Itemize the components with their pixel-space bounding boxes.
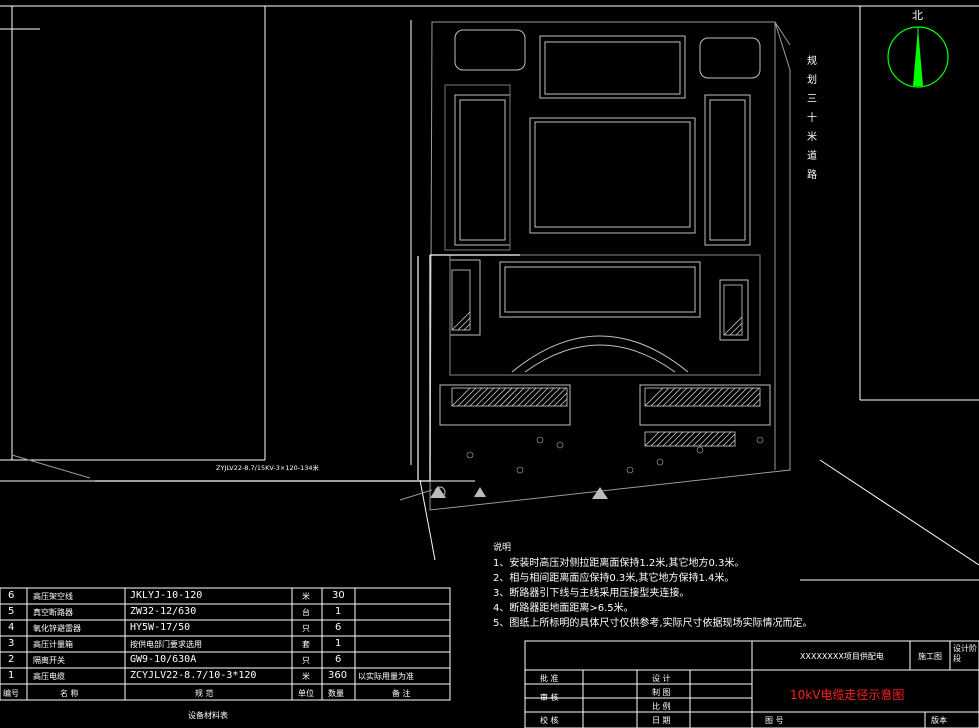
road-label-char: 路 (807, 170, 817, 181)
note-item: 4、断路器距地面距离>6.5米。 (493, 603, 634, 614)
notes-block: 说明 1、安装时高压对侧拉距离面保持1.2米,其它地方0.3米。 2、相与相间距… (493, 541, 813, 631)
version-label: 版本 (931, 716, 947, 725)
bom-name: 隔离开关 (33, 656, 65, 665)
tb-mid-label: 制 图 (652, 688, 671, 697)
bom-no: 2 (8, 654, 15, 665)
bom-no: 5 (8, 606, 15, 617)
cable-label: ZYJLV22-8.7/15KV-3×120-134米 (216, 464, 320, 472)
bom-table-grid (0, 587, 451, 701)
bom-unit: 只 (302, 624, 310, 633)
bom-qty: 1 (335, 606, 342, 617)
drawing-frame (0, 5, 979, 581)
road-label-char: 规 (807, 56, 817, 67)
bom-qty: 30 (332, 590, 345, 601)
cable-route (95, 254, 520, 482)
drawing-title: 10kV电缆走径示意图 (790, 688, 905, 702)
stage-right: 设计阶段 (953, 644, 977, 663)
bom-spec: HY5W-17/50 (130, 622, 191, 633)
road-label-char: 道 (807, 151, 817, 162)
bom-qty: 6 (335, 654, 342, 665)
bom-unit: 只 (302, 656, 310, 665)
bom-name: 氧化锌避雷器 (33, 624, 81, 633)
tb-mid-label: 设 计 (652, 674, 671, 683)
bom-remark: 以实际用量为准 (358, 672, 414, 681)
road-label-char: 米 (807, 132, 817, 143)
bom-header: 规 范 (195, 689, 214, 698)
note-item: 2、相与相间距离面应保持0.3米,其它地方保持1.4米。 (493, 573, 735, 584)
drawing-no-label: 图 号 (765, 716, 784, 725)
road-label-char: 十 (807, 113, 817, 124)
note-item: 3、断路器引下线与主线采用压接型夹连接。 (493, 588, 690, 599)
bom-header: 单位 (298, 689, 314, 698)
tb-left-label: 审 核 (540, 693, 559, 702)
bom-name: 高压计量箱 (33, 640, 73, 649)
bom-name: 高压架空线 (33, 592, 73, 601)
road-label: 规 划 三 十 米 道 路 (806, 52, 818, 185)
bom-name: 真空断路器 (33, 608, 73, 617)
title-block-grid (524, 640, 979, 728)
bom-no: 4 (8, 622, 15, 633)
bom-spec: GW9-10/630A (130, 654, 197, 665)
bom-qty: 6 (335, 622, 342, 633)
north-arrow (887, 26, 949, 88)
note-item: 1、安装时高压对侧拉距离面保持1.2米,其它地方0.3米。 (493, 558, 745, 569)
bom-no: 1 (8, 670, 15, 681)
bom-header: 编号 (3, 689, 19, 698)
bom-header: 备 注 (392, 689, 411, 698)
project-name: XXXXXXXX项目供配电 (800, 652, 884, 661)
site-boundary (11, 21, 791, 511)
building-outlines (439, 29, 771, 426)
note-item: 5、图纸上所标明的具体尺寸仅供参考,实际尺寸依据现场实际情况而定。 (493, 618, 813, 629)
site-scatter (466, 436, 764, 474)
parking-hatch (451, 269, 761, 447)
stage-label: 施工图 (918, 652, 942, 661)
north-label: 北 (912, 9, 923, 22)
bom-spec: ZW32-12/630 (130, 606, 197, 617)
bom-spec: ZCYJLV22-8.7/10-3*120 (130, 670, 257, 681)
bom-unit: 米 (302, 592, 310, 601)
tb-left-label: 批 准 (540, 674, 559, 683)
road-label-char: 划 (807, 75, 817, 86)
bom-no: 3 (8, 638, 15, 649)
bom-unit: 套 (302, 640, 310, 649)
bom-name: 高压电缆 (33, 672, 65, 681)
notes-title: 说明 (493, 543, 512, 553)
road-label-char: 三 (807, 94, 817, 105)
bom-unit: 台 (302, 608, 310, 617)
bom-spec: 按供电部门要求选用 (130, 640, 202, 649)
equipment-markers (430, 486, 608, 499)
bom-caption: 设备材料表 (188, 711, 228, 720)
tb-mid-label: 比 例 (652, 702, 671, 711)
bom-header: 名 称 (60, 689, 79, 698)
tb-left-label: 校 核 (540, 716, 559, 725)
bom-no: 6 (8, 590, 15, 601)
bom-qty: 1 (335, 638, 342, 649)
bom-spec: JKLYJ-10-120 (130, 590, 203, 601)
tb-mid-label: 日 期 (652, 716, 671, 725)
bom-header: 数量 (328, 689, 344, 698)
bom-unit: 米 (302, 672, 310, 681)
bom-qty: 360 (328, 670, 348, 681)
